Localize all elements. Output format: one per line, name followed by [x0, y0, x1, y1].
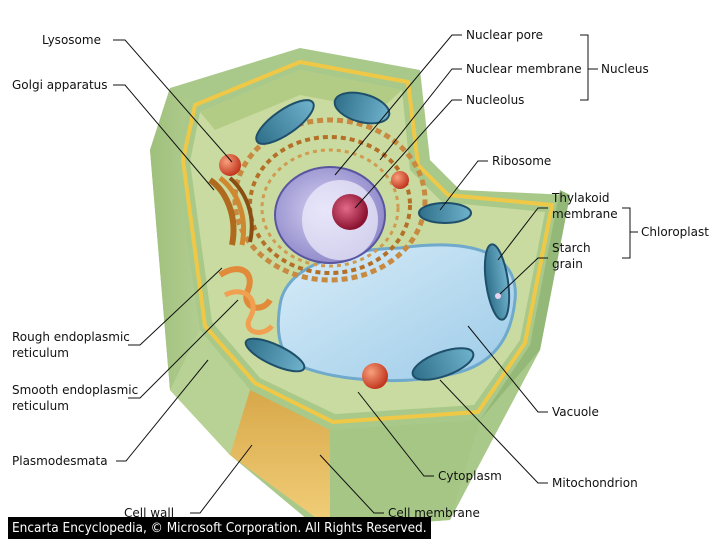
- cell-membrane-edge: [180, 59, 555, 425]
- cell-wall-front-right: [330, 420, 480, 528]
- chloroplast-3: [418, 202, 472, 224]
- starch-grain: [495, 293, 501, 299]
- label-smooth-er-1: Smooth endoplasmic: [12, 383, 138, 397]
- label-thylakoid-1: Thylakoid: [551, 191, 610, 205]
- cell-wall-front-left: [170, 330, 250, 455]
- lysosome: [219, 154, 241, 176]
- cell-wall-right: [480, 190, 570, 420]
- label-rough-er-2: reticulum: [12, 346, 69, 360]
- chloroplast-5: [244, 337, 306, 373]
- label-mitochondrion: Mitochondrion: [552, 476, 638, 490]
- label-golgi-apparatus: Golgi apparatus: [12, 78, 108, 92]
- label-starch-1: Starch: [552, 241, 591, 255]
- chloroplast-4: [483, 243, 511, 321]
- chloroplast-2: [333, 91, 391, 125]
- nucleus: [274, 166, 386, 264]
- golgi-apparatus: [208, 176, 254, 246]
- cell-interior-shadow: [200, 70, 402, 130]
- lysosome-3: [362, 363, 388, 389]
- labels: Lysosome Golgi apparatus Nuclear pore Nu…: [12, 28, 709, 520]
- label-nucleolus: Nucleolus: [466, 93, 524, 107]
- chloroplast: [255, 99, 315, 145]
- label-chloroplast: Chloroplast: [641, 225, 709, 239]
- label-thylakoid-2: membrane: [552, 207, 618, 221]
- label-starch-2: grain: [552, 257, 583, 271]
- label-nucleus: Nucleus: [601, 62, 649, 76]
- cell-wall-front: [230, 390, 330, 528]
- label-nuclear-pore: Nuclear pore: [466, 28, 543, 42]
- label-cell-wall: Cell wall: [124, 506, 174, 520]
- chloroplasts: [244, 91, 511, 381]
- smooth-er: [218, 266, 274, 335]
- chloroplast-6: [411, 347, 475, 381]
- label-smooth-er-2: reticulum: [12, 399, 69, 413]
- label-plasmodesmata: Plasmodesmata: [12, 454, 108, 468]
- label-vacuole: Vacuole: [552, 405, 599, 419]
- copyright-credit: Encarta Encyclopedia, © Microsoft Corpor…: [8, 517, 431, 539]
- label-nuclear-membrane: Nuclear membrane: [466, 62, 582, 76]
- label-lysosome: Lysosome: [42, 33, 101, 47]
- label-cytoplasm: Cytoplasm: [438, 469, 502, 483]
- leader-lines: [113, 34, 638, 514]
- lysosome-2: [391, 171, 409, 189]
- label-ribosome: Ribosome: [492, 154, 551, 168]
- label-rough-er-1: Rough endoplasmic: [12, 330, 130, 344]
- label-cell-membrane: Cell membrane: [388, 506, 480, 520]
